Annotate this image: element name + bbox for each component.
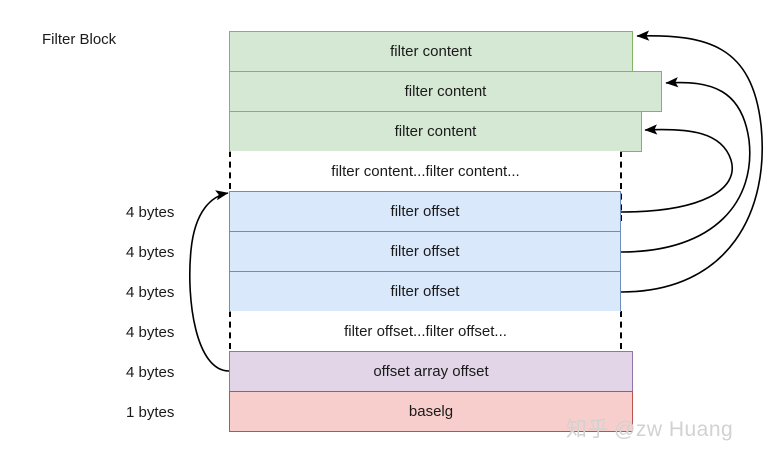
block-row-baselg[interactable]: baselg	[229, 391, 633, 432]
block-row-filter-content-2[interactable]: filter content	[229, 71, 662, 112]
block-row-filter-offset-ellipsis: filter offset...filter offset...	[231, 311, 620, 351]
byte-label-5: 4 bytes	[126, 364, 175, 381]
block-row-label: filter content	[404, 83, 487, 100]
dashed-guide-left-lower	[229, 311, 231, 381]
byte-label-4: 4 bytes	[126, 324, 175, 341]
block-row-label: filter offset...filter offset...	[344, 322, 507, 340]
block-row-label: filter content	[390, 43, 472, 60]
block-row-filter-content-1[interactable]: filter content	[229, 31, 633, 72]
watermark: 知乎@zw Huang	[566, 416, 733, 443]
block-row-filter-content-3[interactable]: filter content	[229, 111, 642, 152]
block-row-label: filter offset	[390, 203, 460, 220]
watermark-logo: 知乎	[566, 417, 609, 441]
page-title: Filter Block	[42, 31, 117, 48]
block-row-filter-offset-1[interactable]: filter offset	[229, 191, 621, 232]
block-row-offset-array-offset[interactable]: offset array offset	[229, 351, 633, 392]
block-row-label: filter offset	[390, 283, 460, 300]
byte-label-6: 1 bytes	[126, 404, 175, 421]
watermark-handle: @zw Huang	[614, 418, 734, 441]
byte-label-1: 4 bytes	[126, 204, 175, 221]
block-row-filter-offset-2[interactable]: filter offset	[229, 231, 621, 272]
byte-label-3: 4 bytes	[126, 284, 175, 301]
block-row-label: offset array offset	[373, 363, 489, 380]
dashed-guide-right-lower	[620, 311, 622, 381]
dashed-guide-left-upper	[229, 151, 231, 221]
block-row-label: filter content	[394, 123, 477, 140]
block-row-filter-content-ellipsis: filter content...filter content...	[231, 151, 620, 191]
block-row-filter-offset-3[interactable]: filter offset	[229, 271, 621, 312]
block-row-label: filter content...filter content...	[331, 162, 520, 180]
byte-label-2: 4 bytes	[126, 244, 175, 261]
block-row-label: baselg	[408, 403, 454, 420]
block-row-label: filter offset	[390, 243, 460, 260]
